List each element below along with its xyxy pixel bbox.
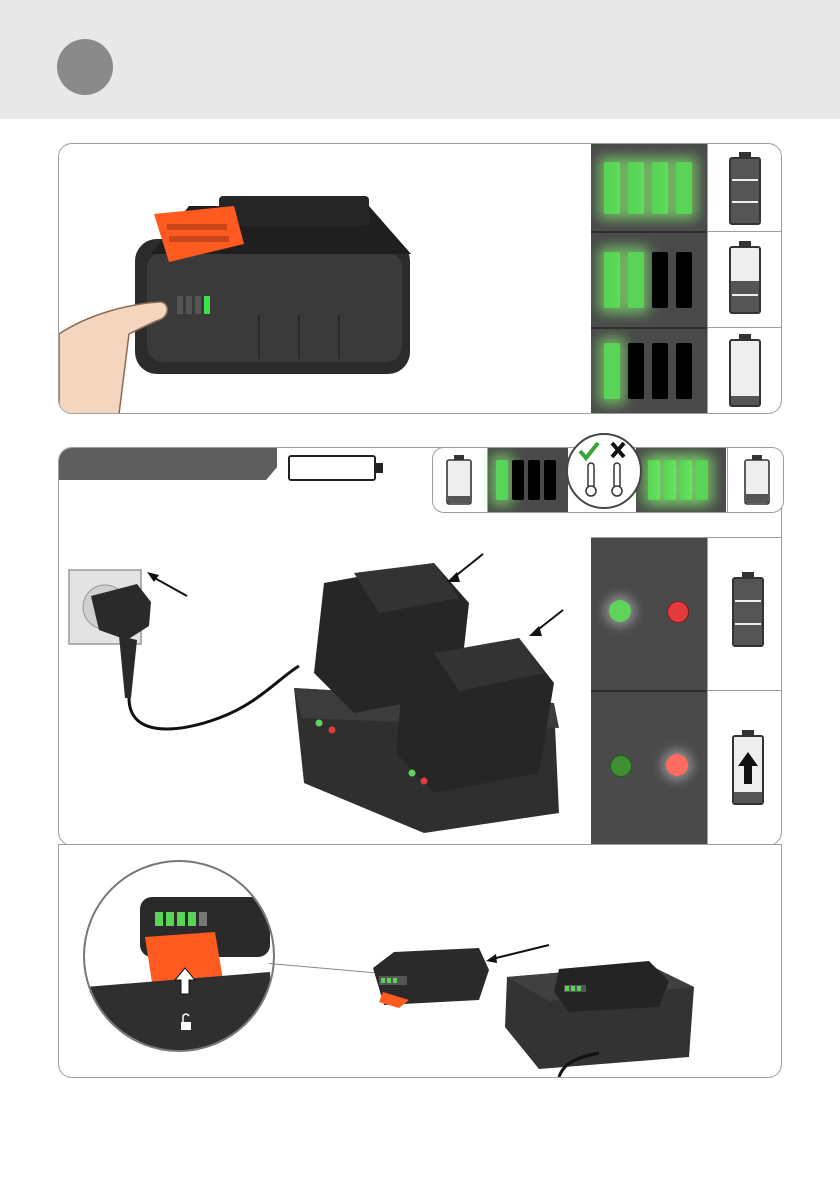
start-led-row xyxy=(488,448,568,512)
led-indicator xyxy=(652,162,668,214)
step-number-badge xyxy=(57,39,113,95)
battery-full-icon xyxy=(731,570,765,650)
battery-full-icon xyxy=(728,150,762,226)
charger-led-green xyxy=(316,720,323,727)
led-indicator xyxy=(676,162,692,214)
led-indicator xyxy=(628,162,644,214)
led-indicator xyxy=(544,460,556,500)
thermometer-hot-icon xyxy=(614,463,620,489)
charge-check-panel xyxy=(58,143,782,414)
battery-half-icon xyxy=(728,239,762,315)
led-indicator xyxy=(696,460,708,500)
removed-battery xyxy=(369,940,494,1015)
red-led-blinking xyxy=(666,754,688,776)
led-indicator xyxy=(604,252,620,308)
led-indicator xyxy=(652,343,668,399)
check-icon xyxy=(580,443,598,458)
led-indicator xyxy=(528,460,540,500)
power-cable xyxy=(129,666,299,729)
led-indicator xyxy=(512,460,524,500)
led-indicator xyxy=(676,252,692,308)
charger-led-green xyxy=(409,770,416,777)
insert-arrows xyxy=(439,548,569,648)
red-led-off xyxy=(667,601,689,623)
charger-led-states xyxy=(591,538,707,845)
thermometer-ok-icon xyxy=(588,463,594,489)
battery-full-icon xyxy=(743,454,771,506)
green-led-blinking xyxy=(609,600,631,622)
led-indicator xyxy=(680,460,692,500)
led-indicator xyxy=(676,343,692,399)
charger-with-battery xyxy=(499,957,699,1077)
latch-zoom-illustration xyxy=(85,862,273,1050)
charger-led-red xyxy=(329,727,336,734)
led-indicator xyxy=(648,460,660,500)
led-indicator xyxy=(604,162,620,214)
charger-led-red xyxy=(421,778,428,785)
led-indicator xyxy=(604,343,620,399)
removal-panel xyxy=(58,844,782,1078)
led-indicator xyxy=(628,343,644,399)
battery-outline-icon xyxy=(287,454,387,484)
battery-check-illustration xyxy=(59,184,439,414)
battery-right xyxy=(396,638,554,793)
battery-low-icon xyxy=(728,332,762,408)
led-indicator xyxy=(628,252,644,308)
green-led-on xyxy=(610,755,632,777)
section-label-tab xyxy=(59,448,277,480)
thermometer-icons xyxy=(568,435,640,507)
mains-plug-illustration xyxy=(59,548,319,748)
unlock-icon xyxy=(181,1022,191,1030)
end-led-row xyxy=(636,448,726,512)
led-states-column xyxy=(591,144,707,413)
cross-icon xyxy=(612,443,624,457)
led-indicator xyxy=(652,252,668,308)
battery-low-icon xyxy=(445,454,473,506)
header-bar xyxy=(0,0,840,119)
temperature-check-bubble xyxy=(566,433,642,509)
zoom-leader-line xyxy=(269,963,379,974)
led-indicator xyxy=(496,460,508,500)
battery-charging-icon xyxy=(731,728,765,808)
battery-pack xyxy=(135,196,411,374)
led-indicator xyxy=(664,460,676,500)
latch-zoom-circle xyxy=(83,860,275,1052)
